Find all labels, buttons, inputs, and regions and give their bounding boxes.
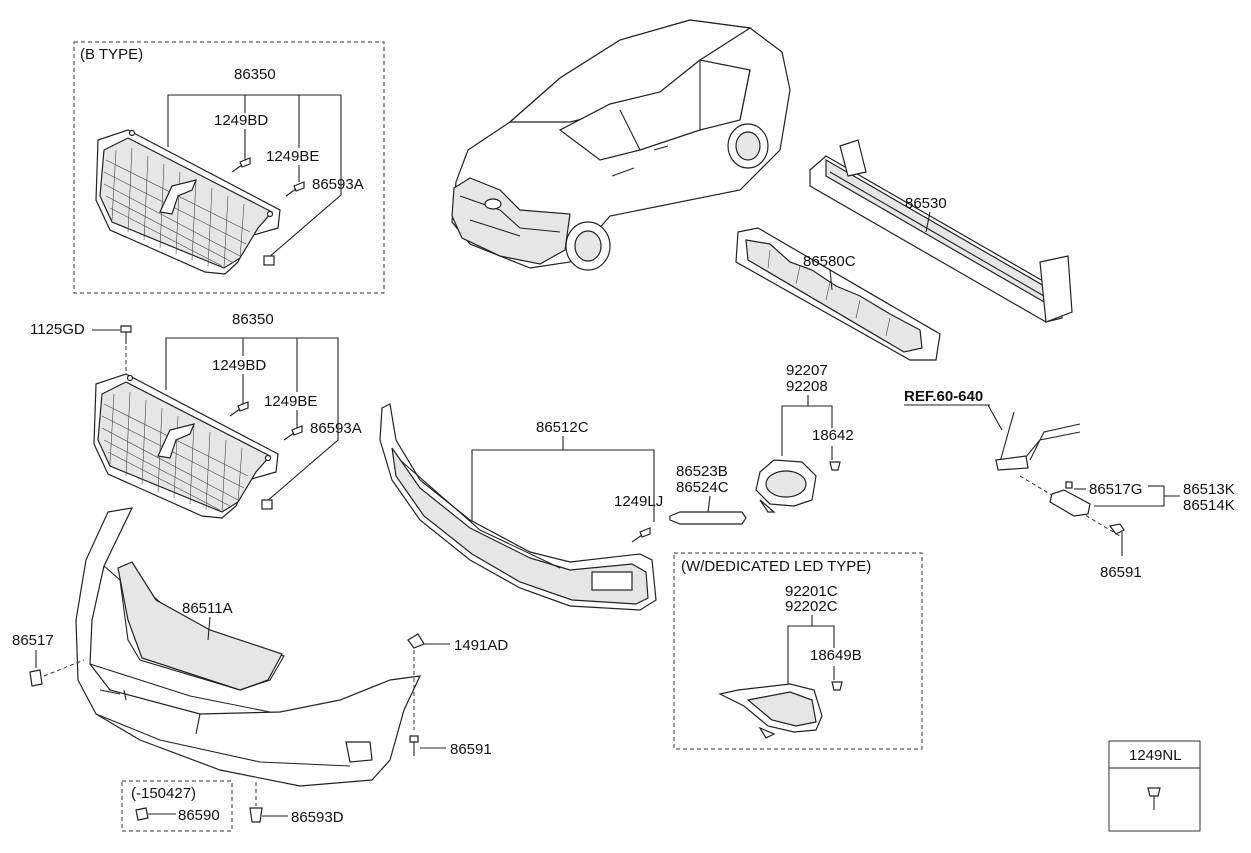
btype-dashed-frame — [73, 41, 385, 294]
btype-screw-1249BD-icon — [231, 157, 251, 173]
dated-title: (-150427) — [131, 785, 196, 802]
fender-ref-outline — [995, 411, 1081, 471]
led-title: (W/DEDICATED LED TYPE) — [681, 558, 871, 575]
label-86517: 86517 — [12, 632, 54, 649]
radiator-grille-86350 — [93, 373, 279, 519]
label-92202C: 92202C — [785, 598, 838, 615]
screw-86591-icon — [409, 735, 419, 756]
front-bumper-cover — [75, 507, 422, 787]
leader-86513K — [1094, 486, 1180, 507]
label-86512C: 86512C — [536, 419, 589, 436]
btype-label-1249BE: 1249BE — [266, 148, 319, 165]
screw-1125GD-icon — [120, 325, 132, 344]
leader-86580C — [829, 269, 833, 291]
label-86591-right: 86591 — [1100, 564, 1142, 581]
bumper-lower-cover-86512C — [379, 403, 657, 611]
screw-1249BE-icon — [283, 425, 303, 441]
btype-screw-1249BE-icon — [285, 181, 305, 197]
label-1491AD: 1491AD — [454, 637, 508, 654]
label-86517G: 86517G — [1089, 481, 1142, 498]
legend-box-1249NL — [1108, 740, 1201, 832]
leader-ref — [987, 404, 1003, 431]
leader-92207 — [781, 395, 833, 460]
label-86513K: 86513K — [1183, 481, 1235, 498]
label-86511A: 86511A — [182, 600, 233, 617]
leader-86512C — [471, 436, 655, 530]
label-18649B: 18649B — [810, 647, 862, 664]
label-92201C: 92201C — [785, 583, 838, 600]
label-1249LJ: 1249LJ — [614, 493, 663, 510]
label-92208: 92208 — [786, 378, 828, 395]
legend-label-1249NL: 1249NL — [1129, 747, 1182, 764]
label-86350: 86350 — [232, 311, 274, 328]
btype-title: (B TYPE) — [80, 46, 143, 63]
btype-leader-lines — [167, 94, 342, 259]
label-86530: 86530 — [905, 195, 947, 212]
label-ref-60-640: REF.60-640 — [904, 388, 983, 405]
clip-86593D-icon — [249, 807, 263, 823]
leader-86530 — [925, 211, 931, 233]
screw-1249NL-icon — [1147, 787, 1161, 810]
label-86593D: 86593D — [291, 809, 344, 826]
fog-lamp-92207 — [755, 459, 817, 513]
bumper-beam-86530 — [809, 139, 1073, 323]
leader-92201C — [787, 615, 835, 688]
bulb-18642-icon — [829, 461, 841, 471]
car-illustration — [451, 19, 791, 271]
btype-label-86350: 86350 — [234, 66, 276, 83]
label-86590: 86590 — [178, 807, 220, 824]
screw-1249LJ-icon — [631, 527, 651, 543]
label-86593A: 86593A — [310, 420, 362, 437]
nut-86590-icon — [135, 807, 149, 821]
label-1249BD: 1249BD — [212, 357, 266, 374]
leader-86511A — [207, 616, 211, 641]
leader-86523B — [707, 495, 711, 513]
label-1125GD: 1125GD — [30, 321, 85, 338]
clip-1491AD-icon — [407, 633, 425, 649]
btype-label-86593A: 86593A — [312, 176, 364, 193]
label-92207: 92207 — [786, 362, 828, 379]
label-1249BE: 1249BE — [264, 393, 317, 410]
screw-86591-right-icon — [1108, 523, 1125, 556]
bracket-86513K — [1049, 481, 1091, 517]
dated-dashed-frame — [121, 780, 233, 832]
tow-hook-cap-86517-icon — [29, 669, 43, 687]
label-18642: 18642 — [812, 427, 854, 444]
garnish-strip-86523B — [669, 511, 747, 525]
label-86580C: 86580C — [803, 253, 856, 270]
label-86591: 86591 — [450, 741, 492, 758]
btype-label-1249BD: 1249BD — [214, 112, 268, 129]
btype-radiator-grille — [95, 129, 281, 275]
bulb-18649B-icon — [831, 681, 843, 691]
screw-1249BD-icon — [229, 401, 249, 417]
energy-absorber-86580C — [735, 227, 941, 361]
label-86523B: 86523B — [676, 463, 728, 480]
grille-leader-lines — [165, 337, 339, 503]
label-86514K: 86514K — [1183, 497, 1235, 514]
dash-86517 — [43, 659, 85, 677]
led-dashed-frame — [673, 552, 923, 750]
label-86524C: 86524C — [676, 479, 729, 496]
led-fog-lamp-92201C — [718, 683, 823, 739]
